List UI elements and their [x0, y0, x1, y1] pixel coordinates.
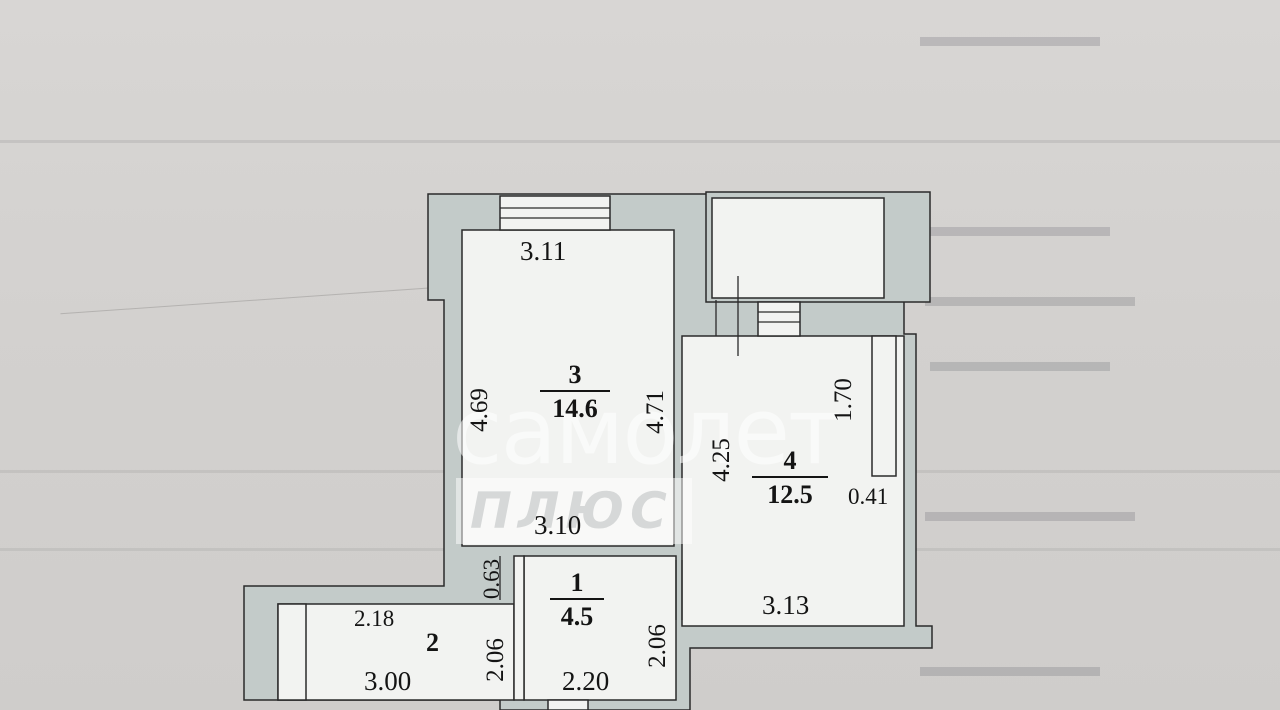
loggia-inner	[711, 197, 885, 299]
dim-room3-right: 4.71	[641, 390, 669, 434]
dim-room3-top: 3.11	[520, 236, 567, 266]
dim-room2-bottom: 3.00	[364, 666, 412, 696]
room-2	[277, 603, 515, 701]
dim-room2-small: 0.63	[479, 558, 505, 600]
dim-room1-right: 2.06	[643, 624, 671, 668]
corridor	[513, 555, 525, 701]
room-4-label: 4 12.5	[752, 446, 828, 512]
dim-room4-bottom: 3.13	[762, 590, 810, 620]
window-room-4	[757, 301, 801, 337]
dim-room4-left: 4.25	[707, 438, 735, 482]
room-4-number: 4	[752, 446, 828, 478]
room-2-number: 2	[426, 628, 439, 657]
room-2-closet	[277, 603, 307, 701]
room-1-label: 1 4.5	[550, 568, 604, 634]
watermark-sub: ПЛЮС	[456, 478, 692, 544]
dim-room3-left: 4.69	[465, 388, 493, 432]
room-3-number: 3	[540, 360, 610, 392]
paper-ruling-line	[0, 140, 1280, 143]
room-3-label: 3 14.6	[540, 360, 610, 426]
dim-room2-side: 2.06	[481, 638, 509, 682]
door-bottom	[547, 699, 589, 710]
dim-room4-niche: 0.41	[848, 484, 889, 509]
window-room-3	[499, 195, 611, 231]
dim-room4-right: 1.70	[829, 378, 857, 422]
room-4-area: 12.5	[767, 480, 813, 509]
dim-room2-top: 2.18	[354, 606, 395, 631]
dim-room1-bottom: 2.20	[562, 666, 610, 696]
room-1-area: 4.5	[560, 602, 594, 631]
room-1-number: 1	[550, 568, 604, 600]
room-4-niche	[871, 335, 897, 477]
watermark-main: самолет	[452, 378, 842, 485]
room-1	[523, 555, 677, 701]
dim-room3-bottom: 3.10	[534, 510, 582, 540]
room-3-area: 14.6	[552, 394, 598, 423]
